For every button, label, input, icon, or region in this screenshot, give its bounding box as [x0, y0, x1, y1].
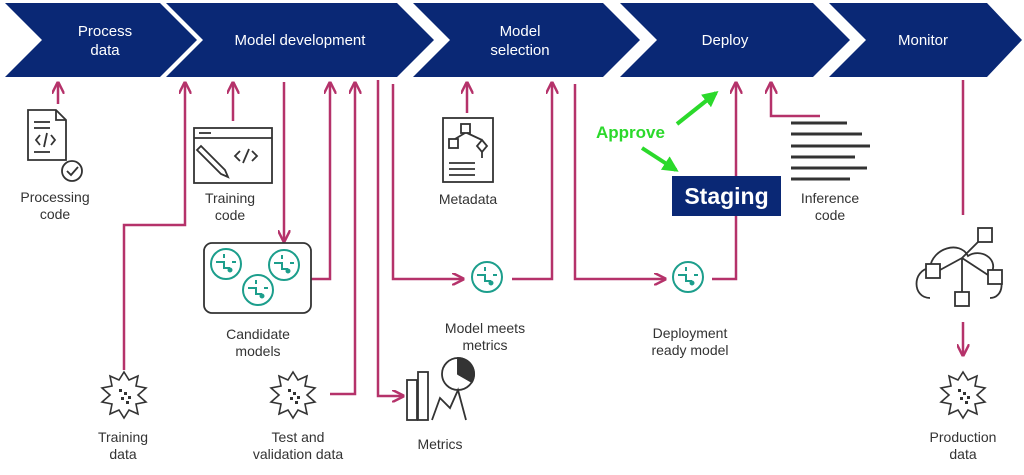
label-model-meets-metrics: Model meets metrics: [425, 320, 545, 354]
label-processing-code: Processing code: [5, 189, 105, 223]
stage-label-line1: Process: [77, 23, 133, 40]
label-line: metrics: [462, 337, 508, 353]
approve-label: Approve: [596, 123, 665, 142]
arrow-training-data: [122, 84, 185, 370]
arrow-model-meets-up: [512, 84, 552, 281]
label-line: Processing: [20, 189, 90, 205]
label-candidate-models: Candidate models: [208, 326, 308, 360]
label-line: Inference: [800, 190, 860, 206]
label-inference-code: Inference code: [785, 190, 875, 224]
arrow-deploy-ready-up: [712, 84, 736, 281]
label-test-validation-data: Test and validation data: [238, 429, 358, 463]
approve-arrows: [640, 91, 719, 172]
chevron-model-selection: [413, 3, 640, 77]
label-line: ready model: [651, 342, 729, 358]
arrow-to-deploy-ready: [573, 84, 664, 279]
arrow-test-data: [330, 84, 355, 396]
label-line: code: [214, 207, 246, 223]
test-validation-data-icon: [269, 370, 317, 420]
stage-deploy: Deploy: [670, 31, 780, 50]
label-line: Metadata: [438, 191, 498, 207]
stage-process-data: Process data: [60, 22, 150, 60]
connector-lines: [58, 80, 963, 396]
label-line: Training: [97, 429, 149, 445]
arrow-to-metrics: [376, 80, 402, 396]
metrics-icon: [406, 357, 476, 421]
label-line: validation data: [252, 446, 344, 462]
metadata-icon: [442, 117, 494, 183]
stage-model-development: Model development: [205, 31, 395, 50]
label-line: Test and: [271, 429, 325, 445]
label-production-data: Production data: [913, 429, 1013, 463]
label-line: Deployment: [652, 325, 728, 341]
stage-label-line2: data: [90, 42, 120, 59]
label-line: Model meets: [444, 320, 526, 336]
label-line: Production: [929, 429, 997, 445]
cloud-cubes-icon: [915, 227, 1003, 307]
arrow-inference-code: [771, 84, 820, 118]
label-deployment-ready-model: Deployment ready model: [630, 325, 750, 359]
label-line: Training: [204, 190, 256, 206]
deployment-ready-model-icon: [672, 261, 704, 293]
arrow-to-model-meets: [391, 84, 462, 279]
label-training-data: Training data: [83, 429, 163, 463]
stage-label-line1: Monitor: [897, 32, 949, 49]
label-line: code: [39, 206, 71, 222]
label-line: code: [814, 207, 846, 223]
stage-label-line2: selection: [490, 42, 550, 59]
stage-label-line1: Model: [499, 23, 541, 40]
candidate-models-box: [203, 242, 312, 314]
chevron-model-development: [166, 3, 434, 77]
inference-code-icon: [791, 121, 870, 181]
label-metadata: Metadata: [428, 191, 508, 208]
chevron-process-data: [5, 3, 197, 77]
label-line: Candidate: [226, 326, 290, 342]
label-line: models: [235, 343, 281, 359]
stage-model-selection: Model selection: [460, 22, 580, 60]
arrow-candidates-up: [311, 84, 330, 281]
candidate-model-brain-icons: [210, 248, 300, 306]
label-training-code: Training code: [185, 190, 275, 224]
label-line: Metrics: [417, 436, 463, 452]
chevron-monitor: [829, 3, 1022, 77]
label-line: data: [949, 446, 977, 462]
stage-monitor: Monitor: [868, 31, 978, 50]
stage-label-line1: Deploy: [701, 32, 749, 49]
processing-code-icon: [27, 109, 83, 182]
label-line: data: [109, 446, 137, 462]
model-meets-metrics-icon: [471, 261, 503, 293]
chevron-deploy: [620, 3, 850, 77]
production-data-icon: [939, 370, 987, 420]
staging-badge: Staging: [672, 176, 781, 216]
label-metrics: Metrics: [400, 436, 480, 453]
training-code-icon: [193, 127, 273, 184]
stage-label-line1: Model development: [234, 32, 366, 49]
training-data-icon: [100, 370, 148, 420]
